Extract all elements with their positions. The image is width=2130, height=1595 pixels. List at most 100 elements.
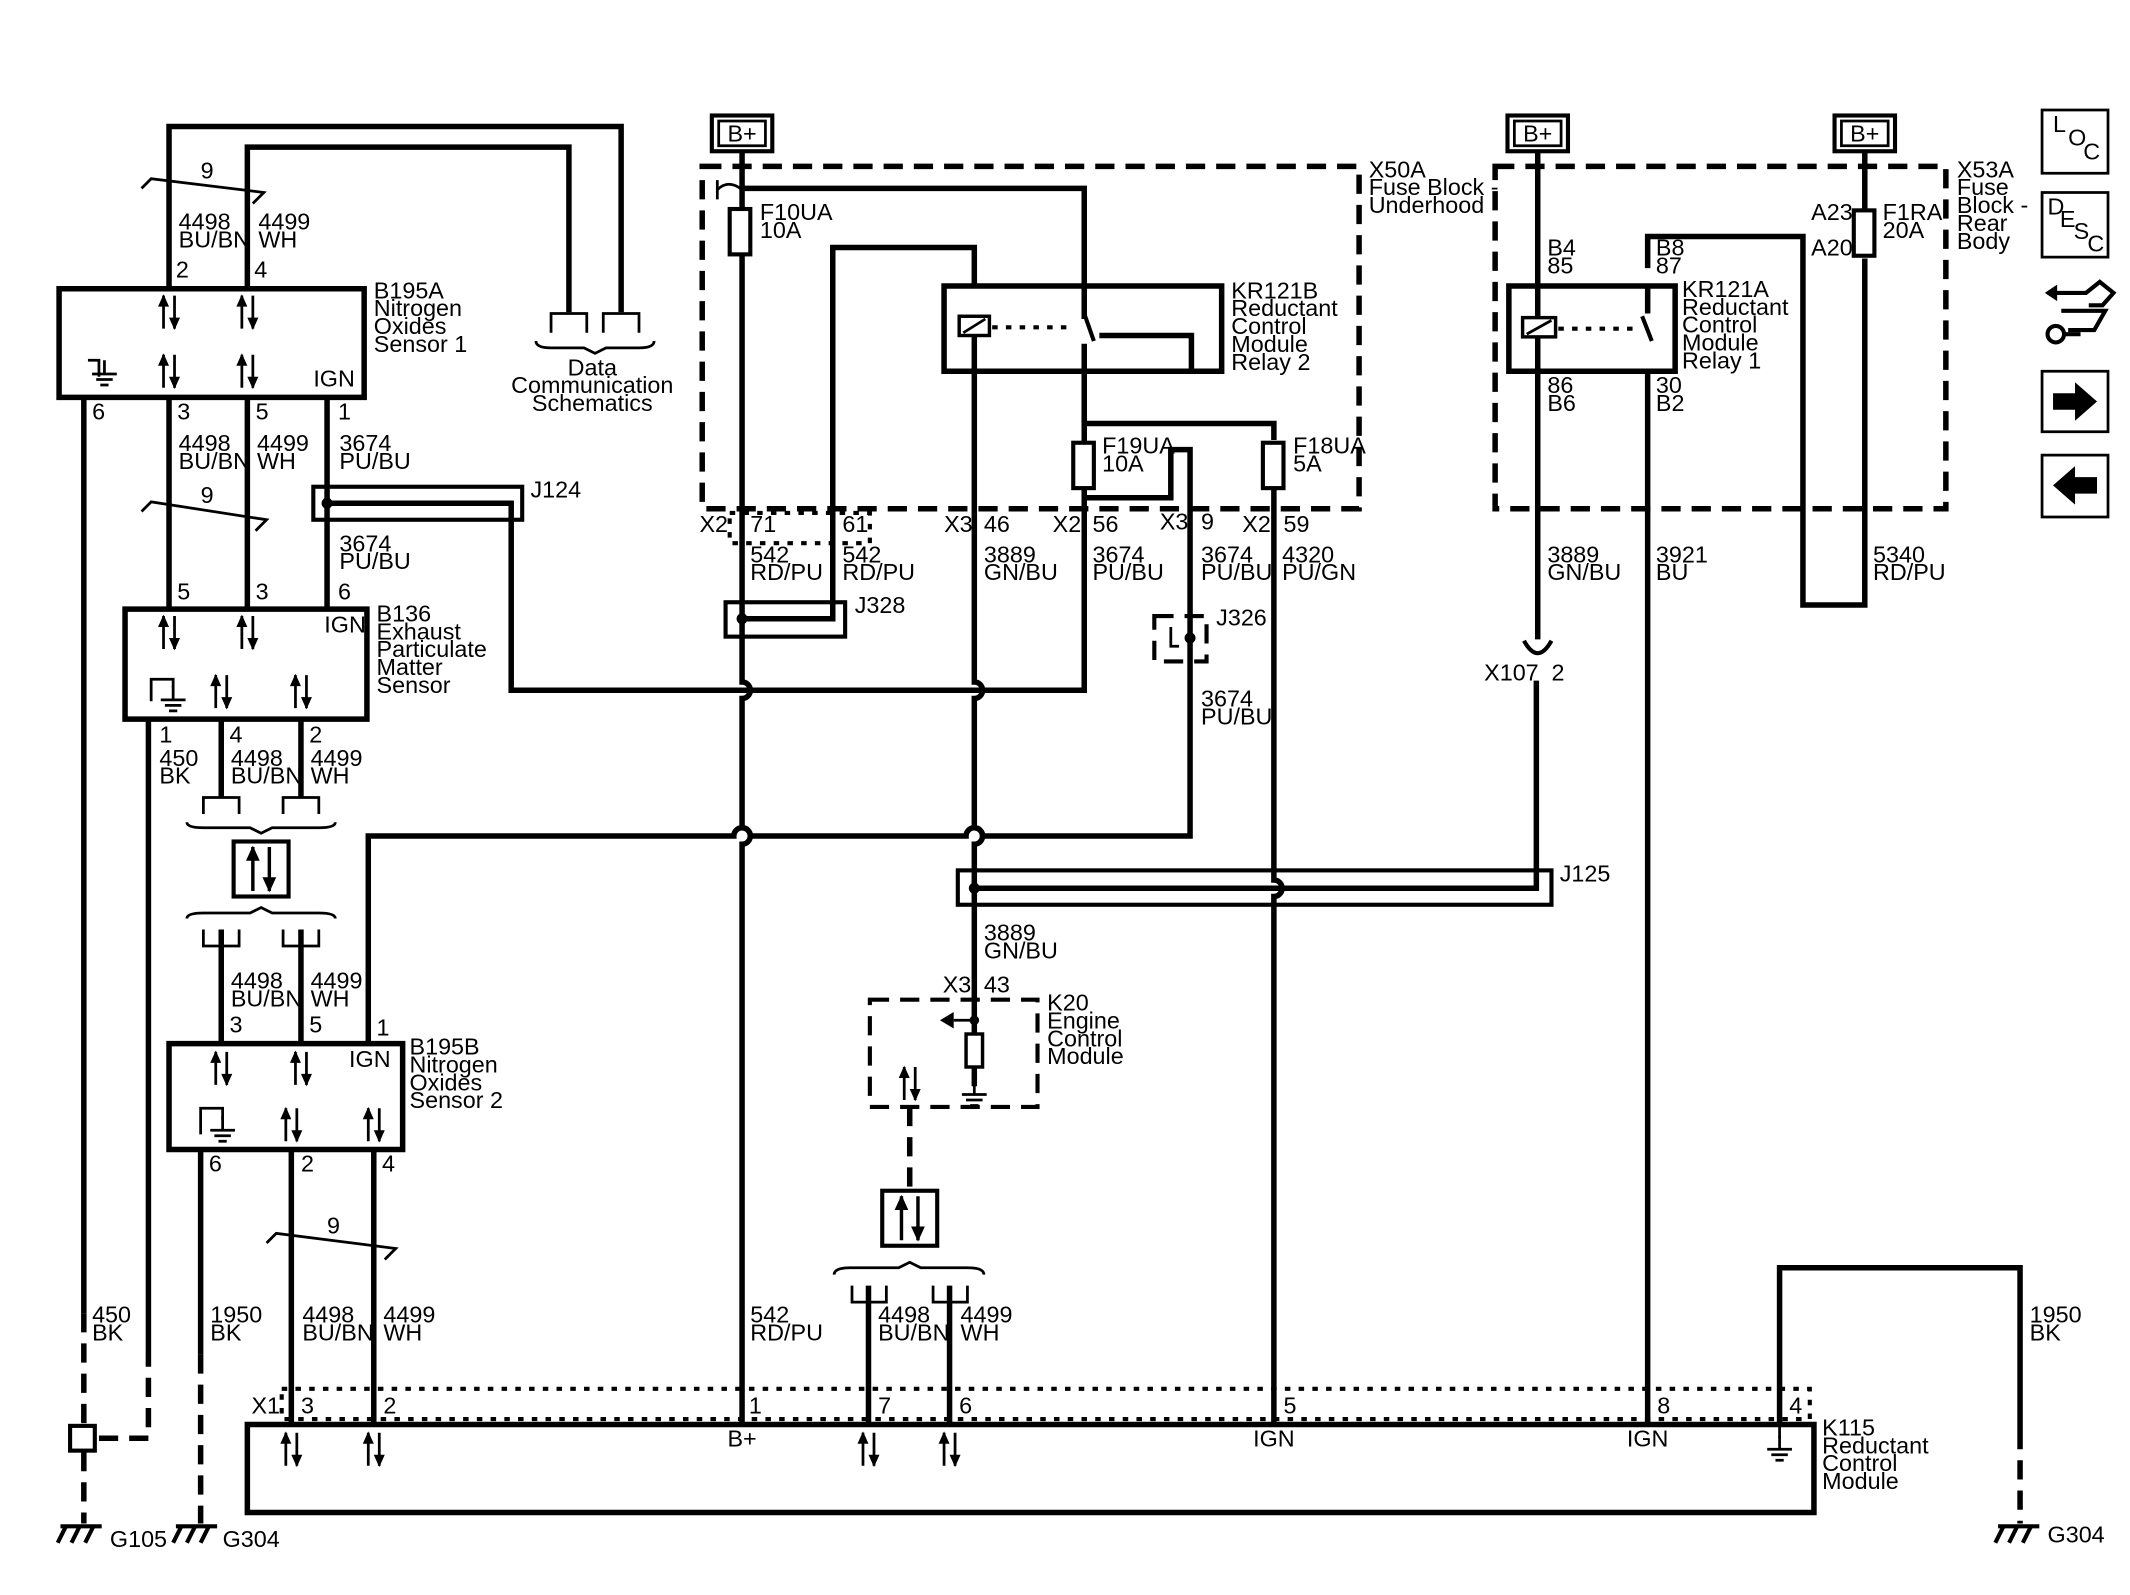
description-button[interactable]: D E S C bbox=[2040, 191, 2110, 259]
svg-text:20A: 20A bbox=[1883, 217, 1925, 243]
nox-sensor-2: IGN B195B Nitrogen Oxides Sensor 2 3 5 1… bbox=[166, 1012, 503, 1177]
svg-text:J124: J124 bbox=[530, 477, 581, 503]
svg-text:X3: X3 bbox=[943, 972, 972, 998]
svg-text:C: C bbox=[2087, 231, 2104, 257]
svg-text:B+: B+ bbox=[1523, 121, 1552, 147]
svg-text:Oxides: Oxides bbox=[374, 313, 447, 339]
svg-text:Engine: Engine bbox=[1047, 1007, 1120, 1033]
ground-g304-left: G304 bbox=[173, 1526, 280, 1552]
svg-text:3674: 3674 bbox=[339, 430, 391, 456]
arrow-left-icon[interactable] bbox=[2040, 453, 2110, 519]
svg-text:4499: 4499 bbox=[961, 1302, 1013, 1328]
svg-text:C: C bbox=[2083, 138, 2100, 164]
svg-text:3674: 3674 bbox=[1201, 541, 1253, 567]
svg-text:PU/BU: PU/BU bbox=[339, 548, 410, 574]
svg-text:Fuse Block -: Fuse Block - bbox=[1369, 174, 1499, 200]
svg-text:4498: 4498 bbox=[302, 1302, 354, 1328]
svg-text:2: 2 bbox=[301, 1150, 314, 1176]
svg-text:4: 4 bbox=[382, 1150, 395, 1176]
svg-text:K20: K20 bbox=[1047, 990, 1089, 1016]
splice-j124: J124 bbox=[311, 477, 581, 522]
svg-text:GN/BU: GN/BU bbox=[984, 937, 1058, 963]
fuse-f1ra: F1RA 20A A23 A20 bbox=[1811, 199, 1943, 261]
svg-text:9: 9 bbox=[1201, 508, 1214, 534]
relay-kr121a: KR121A Reductant Control Module Relay 1 … bbox=[1506, 235, 1789, 416]
svg-text:43: 43 bbox=[984, 972, 1010, 998]
svg-text:RD/PU: RD/PU bbox=[750, 559, 823, 585]
reductant-control-module-k115: B+ IGN IGN K115 Reductant Control Module… bbox=[244, 1386, 1929, 1516]
svg-text:G304: G304 bbox=[223, 1526, 280, 1552]
svg-text:B2: B2 bbox=[1656, 390, 1685, 416]
svg-text:S: S bbox=[2074, 218, 2090, 244]
svg-text:F18UA: F18UA bbox=[1293, 433, 1366, 459]
svg-text:BU/BN: BU/BN bbox=[179, 448, 250, 474]
svg-text:D: D bbox=[2048, 193, 2065, 219]
svg-text:5A: 5A bbox=[1293, 451, 1322, 477]
svg-text:BU/BN: BU/BN bbox=[302, 1320, 373, 1346]
svg-text:542: 542 bbox=[750, 541, 789, 567]
svg-text:X1: X1 bbox=[251, 1392, 280, 1418]
svg-text:3: 3 bbox=[256, 578, 269, 604]
svg-text:5: 5 bbox=[177, 578, 190, 604]
svg-text:BK: BK bbox=[210, 1320, 242, 1346]
svg-text:IGN: IGN bbox=[349, 1046, 391, 1072]
svg-text:X53A: X53A bbox=[1957, 156, 2015, 182]
twist-marker-3: 9 bbox=[265, 1212, 399, 1261]
exhaust-particulate-sensor: IGN B136 Exhaust Particulate Matter Sens… bbox=[122, 578, 487, 748]
svg-text:46: 46 bbox=[984, 511, 1010, 537]
svg-text:4320: 4320 bbox=[1282, 541, 1334, 567]
svg-text:J326: J326 bbox=[1216, 605, 1267, 631]
svg-text:X50A: X50A bbox=[1369, 156, 1427, 182]
fuse-f10ua: F10UA 10A bbox=[715, 180, 833, 257]
svg-text:87: 87 bbox=[1656, 253, 1682, 279]
svg-text:BU: BU bbox=[1656, 559, 1688, 585]
svg-text:WH: WH bbox=[258, 226, 297, 252]
nox-sensor-1: IGN B195A Nitrogen Oxides Sensor 1 2 4 6… bbox=[56, 257, 467, 424]
svg-text:E: E bbox=[2060, 206, 2076, 232]
data-link-b136 bbox=[185, 796, 337, 948]
svg-text:Control: Control bbox=[1822, 1450, 1897, 1476]
arrow-right-icon[interactable] bbox=[2040, 369, 2110, 434]
wires bbox=[81, 123, 2023, 1524]
location-button[interactable]: L O C bbox=[2040, 108, 2110, 175]
svg-text:B6: B6 bbox=[1547, 390, 1576, 416]
svg-text:5340: 5340 bbox=[1873, 541, 1925, 567]
svg-text:A20: A20 bbox=[1811, 235, 1853, 261]
svg-text:WH: WH bbox=[311, 985, 350, 1011]
svg-text:Module: Module bbox=[1682, 330, 1759, 356]
twist-marker-1: 9 bbox=[140, 158, 267, 205]
svg-text:X107: X107 bbox=[1484, 660, 1539, 686]
ground-g304-right: G304 bbox=[1995, 1522, 2105, 1548]
svg-text:3: 3 bbox=[301, 1392, 314, 1418]
svg-text:Reductant: Reductant bbox=[1682, 294, 1789, 320]
svg-text:10A: 10A bbox=[1102, 451, 1144, 477]
svg-text:PU/BU: PU/BU bbox=[1092, 559, 1163, 585]
svg-text:4498: 4498 bbox=[179, 209, 231, 235]
svg-text:4: 4 bbox=[229, 721, 242, 747]
svg-text:WH: WH bbox=[383, 1320, 422, 1346]
relay-kr121b: KR121B Reductant Control Module Relay 2 bbox=[941, 277, 1338, 413]
fuse-f19ua: F19UA 10A bbox=[1071, 433, 1175, 491]
svg-text:L: L bbox=[2053, 111, 2066, 137]
connector-x107: X107 2 bbox=[1484, 639, 1564, 686]
svg-text:86: 86 bbox=[1547, 372, 1573, 398]
svg-text:J125: J125 bbox=[1560, 860, 1611, 886]
svg-text:Underhood: Underhood bbox=[1369, 192, 1485, 218]
svg-text:4499: 4499 bbox=[383, 1302, 435, 1328]
svg-text:71: 71 bbox=[750, 511, 776, 537]
svg-text:PU/BU: PU/BU bbox=[1201, 559, 1272, 585]
svg-text:4: 4 bbox=[254, 257, 267, 283]
svg-text:4499: 4499 bbox=[257, 430, 309, 456]
svg-text:GN/BU: GN/BU bbox=[984, 559, 1058, 585]
connector-view-icon[interactable] bbox=[2044, 279, 2117, 345]
svg-text:10A: 10A bbox=[760, 217, 802, 243]
svg-text:9: 9 bbox=[201, 158, 214, 184]
svg-text:Module: Module bbox=[1822, 1468, 1899, 1494]
ground-g105: G105 bbox=[58, 1423, 167, 1552]
svg-text:7: 7 bbox=[878, 1392, 891, 1418]
svg-text:6: 6 bbox=[959, 1392, 972, 1418]
svg-text:IGN: IGN bbox=[313, 365, 355, 391]
svg-text:J328: J328 bbox=[855, 592, 906, 618]
fuse-f18ua: F18UA 5A bbox=[1260, 433, 1366, 491]
svg-text:9: 9 bbox=[201, 482, 214, 508]
